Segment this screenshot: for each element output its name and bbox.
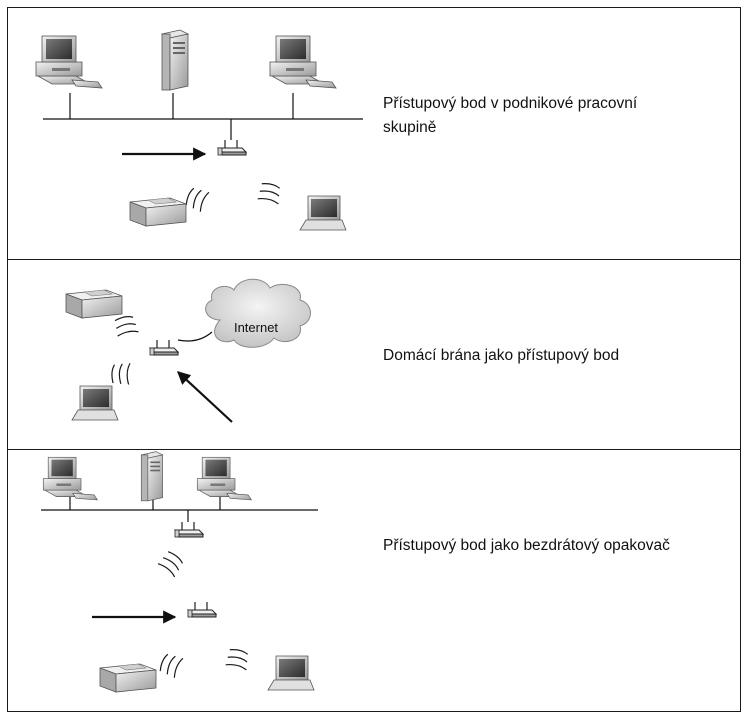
printer-icon xyxy=(99,663,157,693)
panel-3-illustration xyxy=(41,451,318,693)
desktop-computer-icon xyxy=(196,456,252,501)
panel-1-caption: Přístupový bod v podnikové pracovní skup… xyxy=(383,95,638,136)
desktop-computer-icon xyxy=(269,35,337,89)
panel-enterprise-workgroup: Přístupový bod v podnikové pracovní skup… xyxy=(8,8,740,259)
internet-cloud-icon: Internet xyxy=(205,278,311,348)
printer-icon xyxy=(129,197,187,227)
desktop-computer-icon xyxy=(35,35,103,89)
arrow-icon xyxy=(177,371,233,423)
wireless-signal-icon xyxy=(108,309,145,345)
access-point-icon xyxy=(174,521,204,538)
wireless-signal-icon xyxy=(155,549,186,581)
wireless-signal-icon xyxy=(154,648,190,683)
access-point-icon xyxy=(217,139,247,156)
laptop-icon xyxy=(299,195,347,231)
diagram-frame: Přístupový bod v podnikové pracovní skup… xyxy=(7,7,741,712)
repeater-access-point-icon xyxy=(187,601,217,618)
server-tower-icon xyxy=(161,29,189,91)
panel-home-gateway: Internet Domácí brána jako přístupový bo… xyxy=(8,259,740,449)
access-point-icon xyxy=(149,339,179,356)
panel-2-caption: Domácí brána jako přístupový bod xyxy=(383,347,620,364)
wireless-signal-icon xyxy=(219,642,256,679)
panel-2-illustration: Internet xyxy=(65,278,311,423)
panel-wireless-repeater: Přístupový bod jako bezdrátový opakovač xyxy=(8,449,740,713)
panel-1-illustration xyxy=(35,29,363,231)
printer-icon xyxy=(65,289,123,319)
panel-3-caption: Přístupový bod jako bezdrátový opakovač xyxy=(383,537,670,554)
server-tower-icon xyxy=(140,451,164,502)
desktop-computer-icon xyxy=(42,456,98,501)
laptop-icon xyxy=(71,385,119,421)
laptop-icon xyxy=(267,655,315,691)
wireless-signal-icon xyxy=(251,176,288,213)
internet-label: Internet xyxy=(234,320,278,335)
